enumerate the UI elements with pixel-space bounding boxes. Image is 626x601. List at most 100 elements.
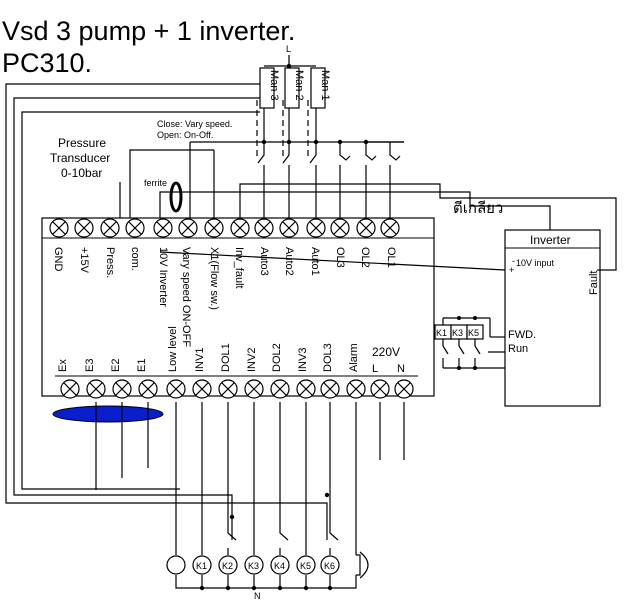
label-com: com. bbox=[129, 247, 141, 271]
n-bus bbox=[175, 575, 357, 589]
thai-note: ตีเกลียว bbox=[453, 200, 503, 217]
upper-terminal-screw bbox=[74, 218, 94, 238]
inverter-contactors: K1 K3 K5 bbox=[434, 316, 505, 370]
coil: K5 bbox=[296, 555, 316, 575]
upper-terminal-screw bbox=[178, 218, 198, 238]
upper-terminal-screw bbox=[204, 218, 224, 238]
k3-contact-label: K3 bbox=[452, 328, 463, 338]
label-dol3: DOL3 bbox=[322, 343, 334, 372]
label-ol1: OL1 bbox=[385, 247, 397, 268]
man-1-label: Man 1 bbox=[319, 70, 331, 101]
label-press: Press. bbox=[104, 247, 116, 278]
lower-terminal-screw bbox=[370, 379, 390, 399]
label-low-level: Low level bbox=[167, 326, 179, 372]
n-label: N bbox=[254, 591, 261, 601]
pressure-line-2: Transducer bbox=[50, 151, 110, 165]
open-note: Open: On-Off. bbox=[157, 130, 213, 140]
upper-terminal-screw bbox=[230, 218, 250, 238]
coil: K4 bbox=[270, 555, 290, 575]
inverter-run: Run bbox=[508, 343, 528, 355]
man-switches: Man 3 Man 2 Man 1 bbox=[259, 67, 331, 109]
coil: K6 bbox=[320, 555, 340, 575]
label-n: N bbox=[397, 363, 405, 375]
man-3-switch bbox=[259, 67, 275, 109]
coil: K1 bbox=[192, 555, 212, 575]
lower-terminal-screw bbox=[394, 379, 414, 399]
inverter-title: Inverter bbox=[530, 233, 571, 247]
label-dol1: DOL1 bbox=[220, 343, 232, 372]
upper-terminal-screw bbox=[330, 218, 350, 238]
label-auto3: Auto3 bbox=[258, 247, 270, 276]
title-line-2: PC310. bbox=[2, 48, 92, 78]
coil-label: K1 bbox=[196, 561, 207, 571]
lower-terminal-screw bbox=[346, 379, 366, 399]
pressure-line-1: Pressure bbox=[58, 136, 106, 150]
pressure-line-3: 0-10bar bbox=[61, 166, 102, 180]
lower-terminal-screw bbox=[60, 379, 80, 399]
upper-terminal-row bbox=[49, 218, 400, 238]
alarm-horn-icon bbox=[359, 551, 369, 579]
coil-row: K1 K2 K3 K4 K5 K6 bbox=[166, 555, 340, 575]
upper-terminal-screw bbox=[306, 218, 326, 238]
k5-contact-label: K5 bbox=[468, 328, 479, 338]
inverter-box bbox=[504, 229, 601, 407]
upper-terminal-screw bbox=[153, 218, 173, 238]
power-label: 220V bbox=[372, 345, 400, 359]
auto-contacts bbox=[257, 141, 404, 218]
upper-terminal-screw bbox=[356, 218, 376, 238]
label-inv3: INV3 bbox=[297, 348, 309, 372]
inverter-minus: - bbox=[512, 256, 515, 266]
lower-terminal-screw bbox=[218, 379, 238, 399]
label-l: L bbox=[372, 363, 378, 375]
man-2-label: Man 2 bbox=[293, 70, 305, 101]
lower-terminal-screw bbox=[192, 379, 212, 399]
man-3-label: Man 3 bbox=[268, 70, 280, 101]
coil-label: K5 bbox=[300, 561, 311, 571]
lower-terminal-labels: Ex E3 E2 E1 Low level INV1 DOL1 INV2 DOL… bbox=[57, 326, 405, 375]
inverter-plus: + bbox=[509, 265, 514, 275]
lower-terminal-screw bbox=[112, 379, 132, 399]
coil-label: K2 bbox=[222, 561, 233, 571]
title-line-1: Vsd 3 pump + 1 inverter. bbox=[2, 16, 295, 46]
label-inv-fault: Inv_fault bbox=[233, 247, 245, 289]
low-level-lamp-icon bbox=[166, 555, 186, 575]
label-x1: X1(Flow sw.) bbox=[208, 247, 220, 310]
label-15v: +15V bbox=[78, 247, 90, 274]
lower-terminal-screw bbox=[270, 379, 290, 399]
lower-terminal-screw bbox=[296, 379, 316, 399]
coil-label: K6 bbox=[324, 561, 335, 571]
inverter-fault-wire bbox=[239, 183, 617, 271]
sensor-group-ellipse bbox=[52, 405, 164, 423]
lower-terminal-screw bbox=[86, 379, 106, 399]
label-inv2: INV2 bbox=[246, 348, 258, 372]
upper-terminal-screw bbox=[380, 218, 400, 238]
controller-body bbox=[41, 217, 435, 397]
label-10v-inverter: 10V Inverter bbox=[157, 247, 169, 307]
upper-terminal-screw bbox=[254, 218, 274, 238]
upper-terminal-screw bbox=[49, 218, 69, 238]
label-e2: E2 bbox=[110, 359, 122, 372]
coil-label: K3 bbox=[248, 561, 259, 571]
ferrite-ring bbox=[169, 181, 183, 213]
label-gnd: GND bbox=[52, 247, 64, 272]
lower-terminal-screw bbox=[244, 379, 264, 399]
coil: K2 bbox=[218, 555, 238, 575]
coil-label: K4 bbox=[274, 561, 285, 571]
supply-l-label: L bbox=[286, 44, 291, 54]
upper-terminal-screw bbox=[125, 218, 145, 238]
label-auto1: Auto1 bbox=[309, 247, 321, 276]
label-auto2: Auto2 bbox=[283, 247, 295, 276]
upper-terminal-screw bbox=[279, 218, 299, 238]
inverter-fault: Fault bbox=[588, 271, 600, 295]
ferrite-label: ferrite bbox=[144, 178, 167, 188]
k1-contact-label: K1 bbox=[436, 328, 447, 338]
upper-terminal-screw bbox=[100, 218, 120, 238]
inverter-input: 10V input bbox=[516, 258, 555, 268]
man-1-switch bbox=[310, 67, 326, 109]
man-2-switch bbox=[284, 67, 300, 109]
lower-terminal-screw bbox=[320, 379, 340, 399]
label-vary-speed: Vary speed ON-OFF bbox=[180, 247, 192, 347]
lower-terminal-row bbox=[60, 379, 414, 399]
close-note: Close: Vary speed. bbox=[157, 119, 232, 129]
